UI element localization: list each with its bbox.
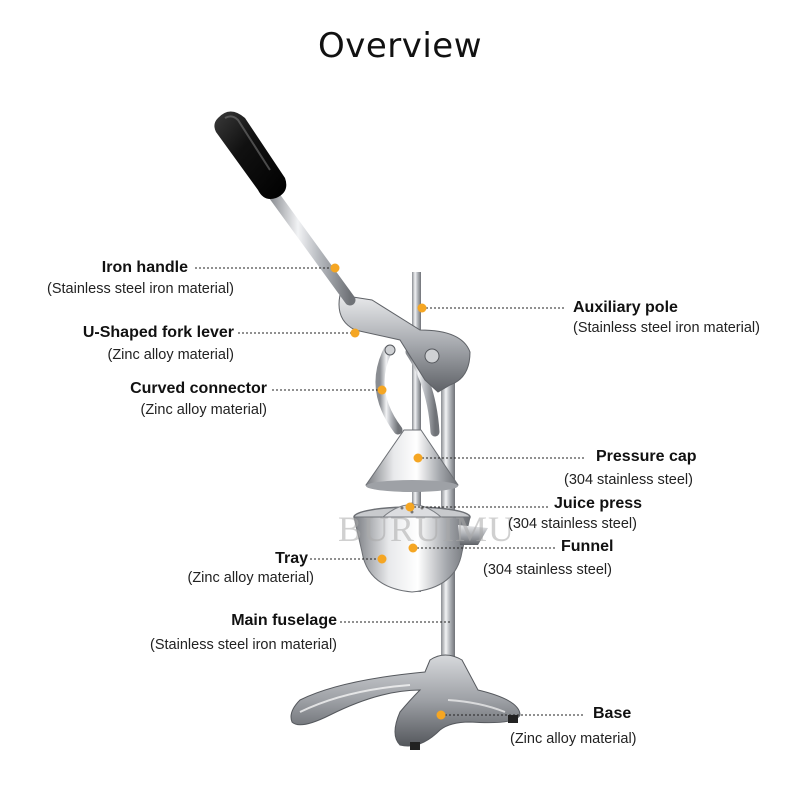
marker-pressure-cap — [413, 453, 423, 463]
iron-handle-shape — [214, 111, 356, 306]
label-curved-connector: Curved connector — [130, 380, 267, 397]
label-iron-handle: Iron handle — [101, 259, 188, 276]
label-base: Base — [593, 705, 632, 722]
material-iron-handle: (Stainless steel iron material) — [47, 281, 234, 297]
material-funnel: (304 stainless steel) — [483, 562, 612, 578]
pressure-cap-shape — [365, 429, 459, 492]
material-auxiliary-pole: (Stainless steel iron material) — [573, 320, 760, 336]
leader-lines — [195, 267, 585, 716]
material-pressure-cap: (304 stainless steel) — [564, 472, 693, 488]
marker-curved-connector — [377, 385, 387, 395]
marker-base — [436, 710, 446, 720]
label-juice-press: Juice press — [554, 495, 643, 512]
material-tray: (Zinc alloy material) — [187, 570, 315, 586]
material-curved-connector: (Zinc alloy material) — [140, 402, 268, 418]
marker-u-shaped-fork-lever — [350, 328, 360, 338]
label-auxiliary-pole: Auxiliary pole — [573, 299, 678, 316]
marker-juice-press — [405, 502, 415, 512]
label-main-fuselage: Main fuselage — [231, 612, 337, 629]
marker-auxiliary-pole — [417, 303, 427, 313]
material-main-fuselage: (Stainless steel iron material) — [150, 637, 337, 653]
base-shape — [290, 654, 521, 750]
marker-tray — [377, 554, 387, 564]
part-markers — [330, 263, 446, 720]
material-u-shaped-fork-lever: (Zinc alloy material) — [107, 347, 235, 363]
marker-funnel — [408, 543, 418, 553]
u-shaped-fork-lever-shape — [338, 294, 471, 393]
label-pressure-cap: Pressure cap — [596, 448, 697, 465]
material-base: (Zinc alloy material) — [510, 731, 637, 747]
watermark: BURUIMU — [338, 509, 516, 549]
label-u-shaped-fork-lever: U-Shaped fork lever — [82, 324, 234, 341]
page-title: Overview — [317, 26, 483, 66]
label-funnel: Funnel — [561, 538, 614, 555]
marker-iron-handle — [330, 263, 340, 273]
label-tray: Tray — [275, 550, 308, 567]
material-juice-press: (304 stainless steel) — [508, 516, 637, 532]
